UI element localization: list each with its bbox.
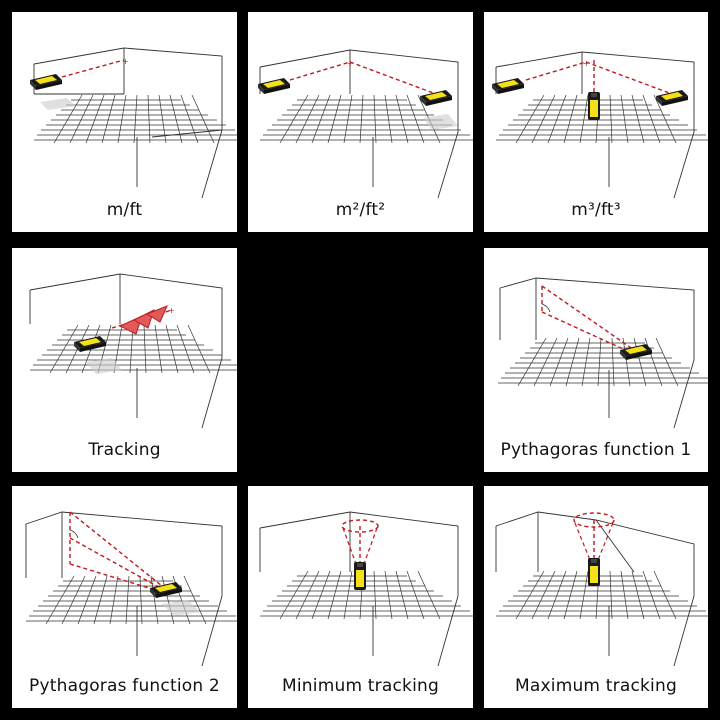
area-measure-icon: + [258,49,473,199]
panel-caption: m/ft [106,200,143,220]
panel-caption: Maximum tracking [515,676,677,696]
panel-distance: + m/ft [12,12,237,232]
svg-text:+: + [347,59,354,68]
svg-text:+: + [122,57,129,66]
panel-minimum-tracking: Minimum tracking [248,486,473,708]
panel-caption: Pythagoras function 1 [500,440,692,460]
panel-volume: + m³/ft³ [484,12,708,232]
svg-text:+: + [583,59,590,68]
pythagoras-2-icon [25,511,237,667]
svg-text:+: + [168,306,175,315]
panel-caption: m³/ft³ [571,200,621,220]
panel-tracking: + Tracking [12,248,237,472]
maximum-tracking-icon [495,511,708,667]
panel-pythagoras-1: Pythagoras function 1 [484,248,708,472]
minimum-tracking-icon [259,511,473,667]
panel-area: + m²/ft² [248,12,473,232]
panel-pythagoras-2: Pythagoras function 2 [12,486,237,708]
tracking-icon: + [29,273,237,429]
pythagoras-1-icon [497,277,708,429]
panel-caption: Tracking [88,440,161,460]
distance-measure-icon: + [30,47,237,199]
panel-caption: Minimum tracking [282,676,439,696]
volume-measure-icon: + [492,51,708,199]
panel-maximum-tracking: Maximum tracking [484,486,708,708]
panel-caption: m²/ft² [335,200,386,220]
panel-caption: Pythagoras function 2 [29,676,220,696]
